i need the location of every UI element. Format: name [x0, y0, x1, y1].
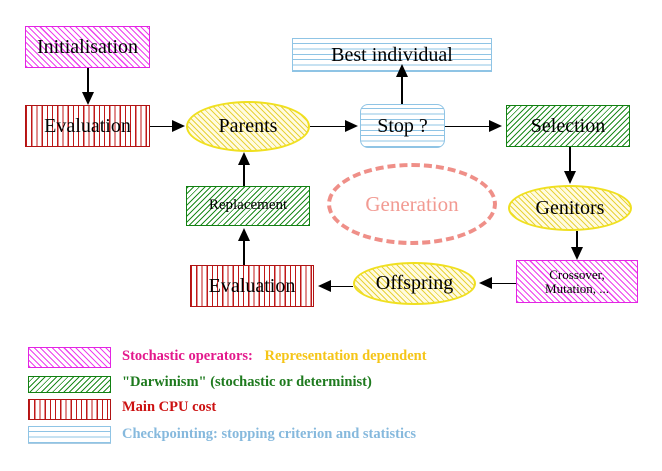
node-replacement[interactable]: Replacement: [186, 186, 310, 226]
node-crossover-label-line1: Crossover,: [549, 267, 605, 283]
node-offspring[interactable]: Offspring: [353, 262, 476, 305]
arrow-offspring-to-evaluation-line: [331, 285, 353, 287]
arrow-initialisation-to-evaluation-line: [87, 68, 89, 94]
node-parents-label: Parents: [218, 115, 278, 137]
node-evaluation-top[interactable]: Evaluation: [25, 105, 150, 147]
legend-swatch-checkpointing: [28, 426, 111, 444]
generation-group-ellipse: Generation: [327, 163, 497, 245]
node-initialisation[interactable]: Initialisation: [25, 26, 150, 68]
arrow-crossover-to-offspring-line: [492, 282, 516, 284]
node-parents[interactable]: Parents: [186, 101, 310, 152]
node-best-individual-label: Best individual: [331, 43, 453, 66]
arrow-evaluation-to-parents-line: [150, 125, 174, 127]
arrow-genitors-to-crossover-head: [571, 247, 583, 260]
node-selection[interactable]: Selection: [506, 105, 630, 147]
generation-label: Generation: [365, 191, 459, 216]
node-evaluation-bottom[interactable]: Evaluation: [190, 265, 314, 307]
node-evaluation-bottom-label: Evaluation: [208, 274, 296, 297]
node-selection-label: Selection: [530, 114, 606, 137]
node-replacement-label: Replacement: [208, 197, 288, 214]
legend-text-main-cpu-cost: Main CPU cost: [122, 399, 217, 415]
legend-text-checkpointing: Checkpointing: stopping criterion and st…: [122, 426, 417, 442]
node-initialisation-label: Initialisation: [36, 35, 139, 58]
arrow-stop-to-best-line: [401, 74, 403, 104]
node-crossover-label-line2: Mutation, ...: [545, 280, 609, 296]
arrow-initialisation-to-evaluation-head: [82, 92, 94, 105]
node-best-individual[interactable]: Best individual: [292, 38, 492, 72]
legend-text-stochastic-operators: Stochastic operators:: [122, 348, 253, 364]
arrow-selection-to-genitors-head: [564, 171, 576, 184]
arrow-replacement-to-parents-line: [243, 162, 245, 186]
arrow-genitors-to-crossover-line: [576, 231, 578, 249]
node-offspring-label: Offspring: [375, 272, 454, 294]
arrow-stop-to-selection-head: [489, 120, 502, 132]
legend-swatch-darwinism: [28, 376, 111, 393]
node-stop[interactable]: Stop ?: [360, 104, 445, 148]
node-evaluation-top-label: Evaluation: [44, 114, 131, 137]
node-crossover-mutation[interactable]: Crossover, Mutation, ...: [516, 260, 638, 303]
arrow-evaluation-to-replacement-head: [238, 228, 250, 241]
legend-text-representation-dependent: Representation dependent: [264, 348, 427, 364]
arrow-offspring-to-evaluation-head: [318, 280, 331, 292]
arrow-parents-to-stop-line: [310, 125, 347, 127]
legend-swatch-main-cpu-cost: [28, 399, 111, 420]
node-genitors[interactable]: Genitors: [508, 185, 632, 231]
legend-label-darwinism: "Darwinism" (stochastic or determinist): [122, 374, 372, 391]
arrow-selection-to-genitors-line: [569, 147, 571, 173]
legend-label-main-cpu-cost: Main CPU cost: [122, 399, 216, 416]
legend-label-stochastic-operators: Stochastic operators: Representation dep…: [122, 348, 427, 365]
node-stop-label: Stop ?: [377, 114, 428, 137]
arrow-stop-to-best-head: [396, 64, 408, 77]
node-genitors-label: Genitors: [535, 196, 605, 219]
arrow-crossover-to-offspring-head: [479, 277, 492, 289]
arrow-replacement-to-parents-head: [238, 152, 250, 165]
legend-text-darwinism: "Darwinism" (stochastic or determinist): [122, 374, 372, 390]
arrow-evaluation-to-parents-head: [172, 120, 185, 132]
arrow-parents-to-stop-head: [345, 120, 358, 132]
legend-swatch-stochastic-operators: [28, 347, 111, 368]
arrow-evaluation-to-replacement-line: [243, 238, 245, 265]
legend-label-checkpointing: Checkpointing: stopping criterion and st…: [122, 426, 416, 443]
arrow-stop-to-selection-line: [445, 125, 491, 127]
legend-bottom-rule: [28, 443, 111, 445]
